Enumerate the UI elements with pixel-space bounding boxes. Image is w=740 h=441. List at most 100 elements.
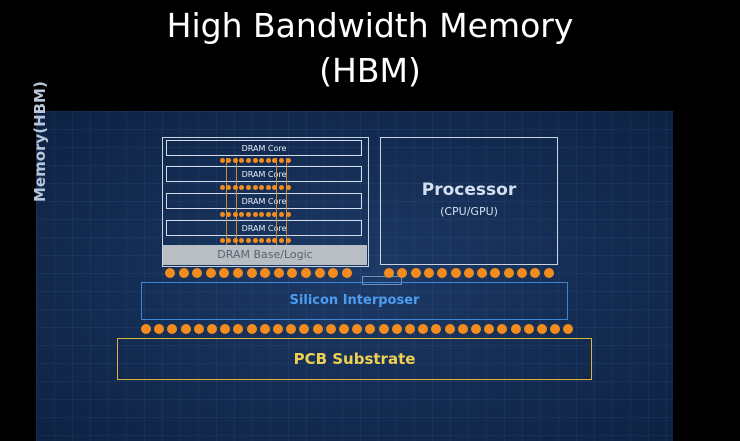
micro-bump xyxy=(226,237,232,243)
interposer-bump xyxy=(423,268,434,278)
pcb-bump xyxy=(339,324,349,334)
micro-bump xyxy=(252,211,258,217)
pcb-bump xyxy=(405,324,415,334)
silicon-interposer: Silicon Interposer xyxy=(141,282,568,320)
tsv-line xyxy=(226,158,227,245)
title-line-2: (HBM) xyxy=(319,51,421,90)
pcb-bump xyxy=(391,324,402,334)
micro-bump xyxy=(219,157,225,163)
micro-bump xyxy=(272,237,278,243)
pcb-bump xyxy=(141,324,151,334)
micro-bump xyxy=(232,157,238,163)
micro-bump xyxy=(265,157,271,163)
interposer-bump xyxy=(341,268,352,278)
micro-bump xyxy=(245,157,251,163)
pcb-substrate: PCB Substrate xyxy=(117,338,592,380)
micro-bump xyxy=(265,211,271,217)
micro-bump xyxy=(272,157,278,163)
interposer-bump xyxy=(260,268,271,278)
interposer-bump xyxy=(450,268,461,278)
interposer-bump xyxy=(530,268,541,278)
micro-bump xyxy=(219,211,225,217)
micro-bump xyxy=(265,184,271,190)
micro-bump xyxy=(232,211,238,217)
pcb-bump xyxy=(523,324,534,334)
pcb-bump xyxy=(484,324,495,334)
interposer-bump xyxy=(463,268,474,278)
hbm-stack-outline xyxy=(162,137,369,267)
micro-bump xyxy=(252,237,258,243)
tsv-line xyxy=(276,158,277,245)
micro-bump xyxy=(232,184,238,190)
micro-bump xyxy=(272,184,278,190)
micro-bump xyxy=(278,237,284,243)
pcb-bump xyxy=(457,324,468,334)
pcb-bump xyxy=(220,324,231,334)
processor-die xyxy=(380,137,558,265)
pcb-bump xyxy=(471,324,481,334)
micro-bump xyxy=(259,211,265,217)
dram-core-layer: DRAM Core xyxy=(166,166,362,182)
pcb-bump xyxy=(325,324,336,334)
processor-title: Processor xyxy=(421,180,517,200)
micro-bump xyxy=(226,157,232,163)
pcb-bump xyxy=(418,324,429,334)
interposer-bump xyxy=(384,268,394,278)
interposer-bump xyxy=(165,268,175,278)
micro-bump xyxy=(245,237,251,243)
pcb-bump xyxy=(537,324,547,334)
processor-subtitle: (CPU/GPU) xyxy=(440,205,498,218)
interposer-bump xyxy=(192,268,203,278)
micro-bump xyxy=(285,184,291,190)
dram-core-layer: DRAM Core xyxy=(166,140,362,156)
interposer-bump xyxy=(287,268,298,278)
pcb-bump xyxy=(259,324,270,334)
micro-bump xyxy=(219,237,225,243)
micro-bump xyxy=(259,184,265,190)
pcb-bump xyxy=(273,324,283,334)
interposer-bridge xyxy=(362,276,402,285)
micro-bump xyxy=(226,184,232,190)
micro-bump xyxy=(265,237,271,243)
interposer-bump xyxy=(314,268,325,278)
micro-bump xyxy=(239,237,245,243)
micro-bump xyxy=(285,157,291,163)
micro-bump xyxy=(245,184,251,190)
micro-bump xyxy=(285,237,291,243)
micro-bump xyxy=(252,157,258,163)
micro-bump xyxy=(239,211,245,217)
interposer-bump xyxy=(437,268,448,278)
micro-bump xyxy=(245,211,251,217)
interposer-bump xyxy=(178,268,189,278)
dram-base-logic: DRAM Base/Logic xyxy=(163,245,367,265)
micro-bump xyxy=(252,184,258,190)
memory-side-label: Memory(HBM) xyxy=(31,81,49,202)
interposer-bump xyxy=(246,268,257,278)
pcb-bump xyxy=(286,324,297,334)
interposer-bump xyxy=(219,268,230,278)
pcb-bump xyxy=(563,324,574,334)
micro-bump xyxy=(226,211,232,217)
pcb-bump xyxy=(497,324,508,334)
pcb-bump xyxy=(299,324,310,334)
pcb-bump xyxy=(352,324,363,334)
pcb-bump xyxy=(180,324,191,334)
interposer-bump xyxy=(477,268,488,278)
pcb-bump xyxy=(207,324,217,334)
interposer-bump xyxy=(490,268,501,278)
pcb-bump xyxy=(233,324,244,334)
interposer-bump xyxy=(410,268,421,278)
pcb-bump xyxy=(154,324,165,334)
micro-bump xyxy=(219,184,225,190)
micro-bump xyxy=(259,157,265,163)
tsv-line xyxy=(286,158,287,245)
tsv-line xyxy=(236,158,237,245)
pcb-bump xyxy=(378,324,389,334)
pcb-bump xyxy=(510,324,521,334)
interposer-bump xyxy=(328,268,339,278)
interposer-bump xyxy=(543,268,554,278)
dram-core-layer: DRAM Core xyxy=(166,193,362,209)
micro-bump xyxy=(278,211,284,217)
interposer-bump xyxy=(233,268,243,278)
